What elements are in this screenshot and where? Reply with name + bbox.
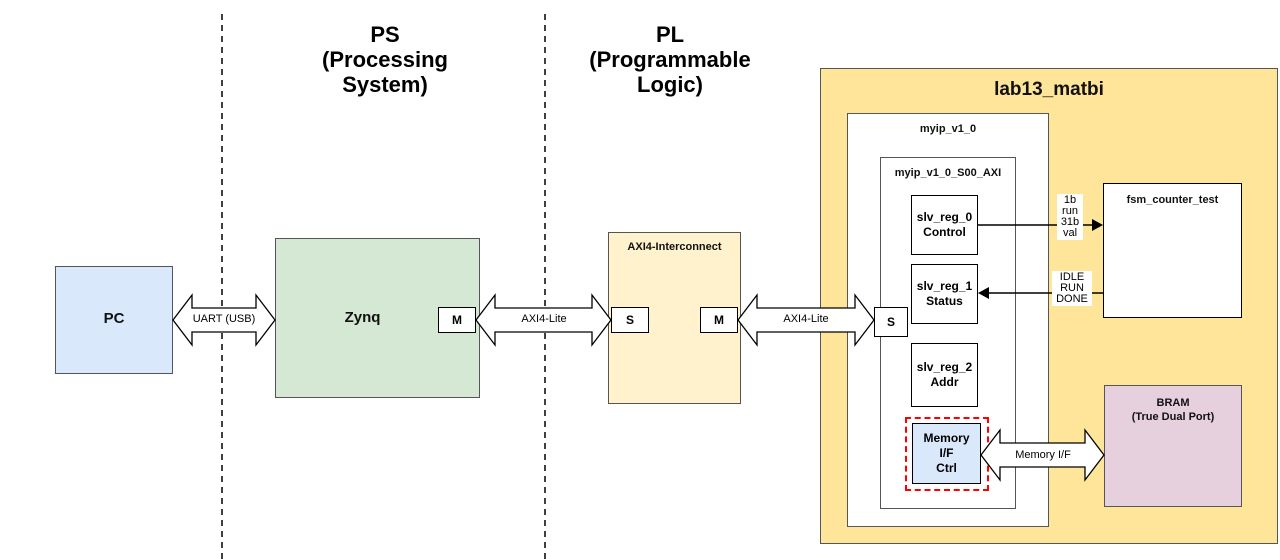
slv-reg-1-desc: Status <box>926 294 963 308</box>
pl-header-line1: PL <box>655 22 685 47</box>
pc-block: PC <box>55 266 173 374</box>
control-signal-label: 1b run 31b val <box>1057 194 1083 240</box>
fsm-block: fsm_counter_test <box>1103 183 1242 318</box>
fsm-label: fsm_counter_test <box>1126 194 1219 206</box>
bram-label-line2: (True Dual Port) <box>1131 411 1215 423</box>
memory-ctrl-line1: Memory <box>923 431 970 445</box>
zynq-label: Zynq <box>344 309 381 326</box>
axi-lite-label-1: AXI4-Lite <box>521 313 567 325</box>
slv-reg-1: slv_reg_1 Status <box>911 264 978 324</box>
pl-header-line3: Logic) <box>637 72 703 97</box>
control-signal-4: val <box>1062 227 1078 239</box>
bram-block: BRAM (True Dual Port) <box>1104 385 1242 507</box>
control-signal-1: 1b <box>1063 194 1077 206</box>
memory-if-label: Memory I/F <box>1015 449 1071 461</box>
uart-arrow <box>172 293 276 347</box>
ps-header: PS (Processing System) <box>285 22 485 97</box>
bram-label-line1: BRAM <box>1156 397 1190 409</box>
memory-if-arrow <box>980 428 1105 482</box>
interconnect-master-port: M <box>700 307 738 333</box>
slv-reg-2: slv_reg_2 Addr <box>911 343 978 407</box>
status-signal-2: RUN <box>1060 282 1084 294</box>
slv-reg-2-name: slv_reg_2 <box>916 360 973 374</box>
slv-reg-2-desc: Addr <box>930 375 959 389</box>
slv-reg-1-name: slv_reg_1 <box>916 279 973 293</box>
status-arrowhead <box>978 287 989 299</box>
axi-slave-label: myip_v1_0_S00_AXI <box>894 167 1002 179</box>
control-signal-2: run <box>1062 205 1078 217</box>
status-signal-label: IDLE RUN DONE <box>1052 271 1092 306</box>
memory-ctrl-line3: Ctrl <box>936 461 957 475</box>
axi-lite-label-2: AXI4-Lite <box>783 313 829 325</box>
ps-header-line3: System) <box>342 72 428 97</box>
slv-reg-0: slv_reg_0 Control <box>911 195 978 255</box>
axi-slave-port: S <box>874 307 908 337</box>
ps-header-line2: (Processing <box>322 47 448 72</box>
lab13-label: lab13_matbi <box>994 79 1104 100</box>
control-signal-3: 31b <box>1060 216 1080 228</box>
myip-label: myip_v1_0 <box>919 123 977 135</box>
pl-header: PL (Programmable Logic) <box>560 22 780 97</box>
memory-ctrl-block: Memory I/F Ctrl <box>912 423 981 484</box>
axi-lite-arrow-2 <box>737 293 875 347</box>
pc-label: PC <box>103 310 125 327</box>
pl-header-line2: (Programmable <box>589 47 751 72</box>
status-signal-1: IDLE <box>1059 271 1085 283</box>
uart-label: UART (USB) <box>192 313 256 325</box>
axi-lite-arrow-1 <box>475 293 612 347</box>
control-arrowhead <box>1092 219 1103 231</box>
memory-ctrl-line2: I/F <box>939 446 954 460</box>
axi-interconnect-label: AXI4-Interconnect <box>627 241 722 253</box>
slv-reg-0-name: slv_reg_0 <box>916 210 973 224</box>
status-signal-3: DONE <box>1056 293 1088 305</box>
slv-reg-0-desc: Control <box>923 225 966 239</box>
ps-header-line1: PS <box>370 22 400 47</box>
